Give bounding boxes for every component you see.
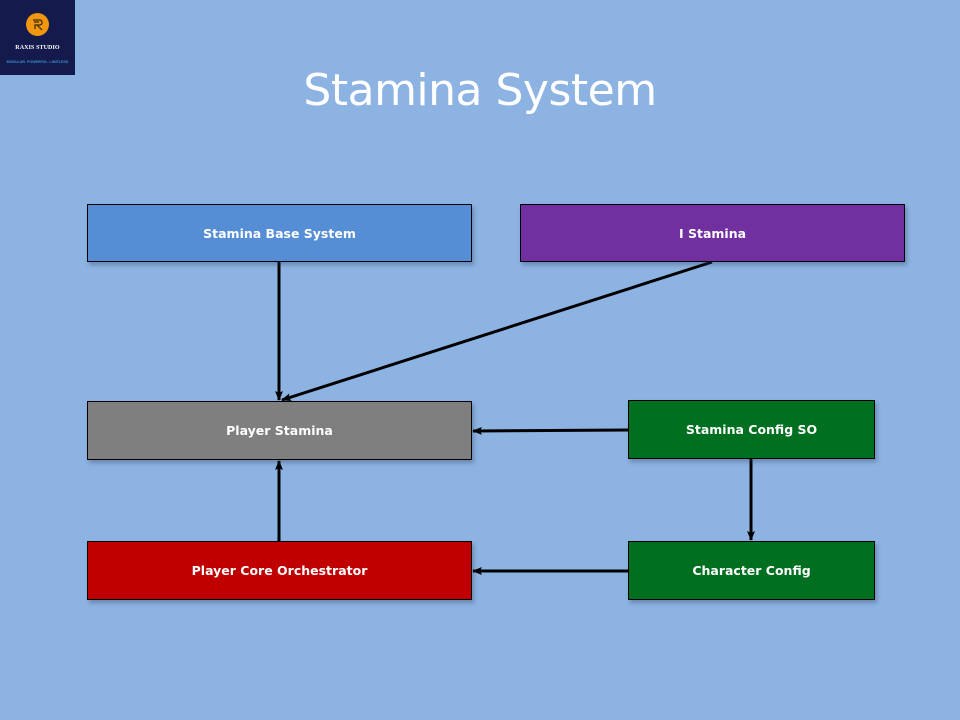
raxis-logo-icon — [26, 13, 49, 36]
studio-logo: RAXIS STUDIO MODULAR. POWERFUL. LIMITLES… — [0, 0, 75, 75]
logo-tagline: MODULAR. POWERFUL. LIMITLESS — [6, 60, 69, 64]
node-stamina-base-system[interactable]: Stamina Base System — [87, 204, 472, 262]
node-label: Player Stamina — [226, 423, 333, 438]
node-i-stamina[interactable]: I Stamina — [520, 204, 905, 262]
node-label: Character Config — [692, 563, 811, 578]
edge-i-stamina-to-player-stamina — [281, 260, 713, 402]
node-player-core-orchestrator[interactable]: Player Core Orchestrator — [87, 541, 472, 600]
node-player-stamina[interactable]: Player Stamina — [87, 401, 472, 460]
slide-title: Stamina System — [303, 65, 657, 116]
node-label: Stamina Base System — [203, 225, 356, 241]
node-character-config[interactable]: Character Config — [628, 541, 875, 600]
node-label: I Stamina — [678, 225, 747, 241]
node-label: Stamina Config SO — [685, 422, 818, 437]
node-stamina-config-so[interactable]: Stamina Config SO — [628, 400, 875, 459]
edge-stamina-config-so-to-player-stamina — [472, 426, 629, 435]
node-label: Player Core Orchestrator — [191, 563, 368, 578]
logo-name: RAXIS STUDIO — [15, 45, 60, 51]
